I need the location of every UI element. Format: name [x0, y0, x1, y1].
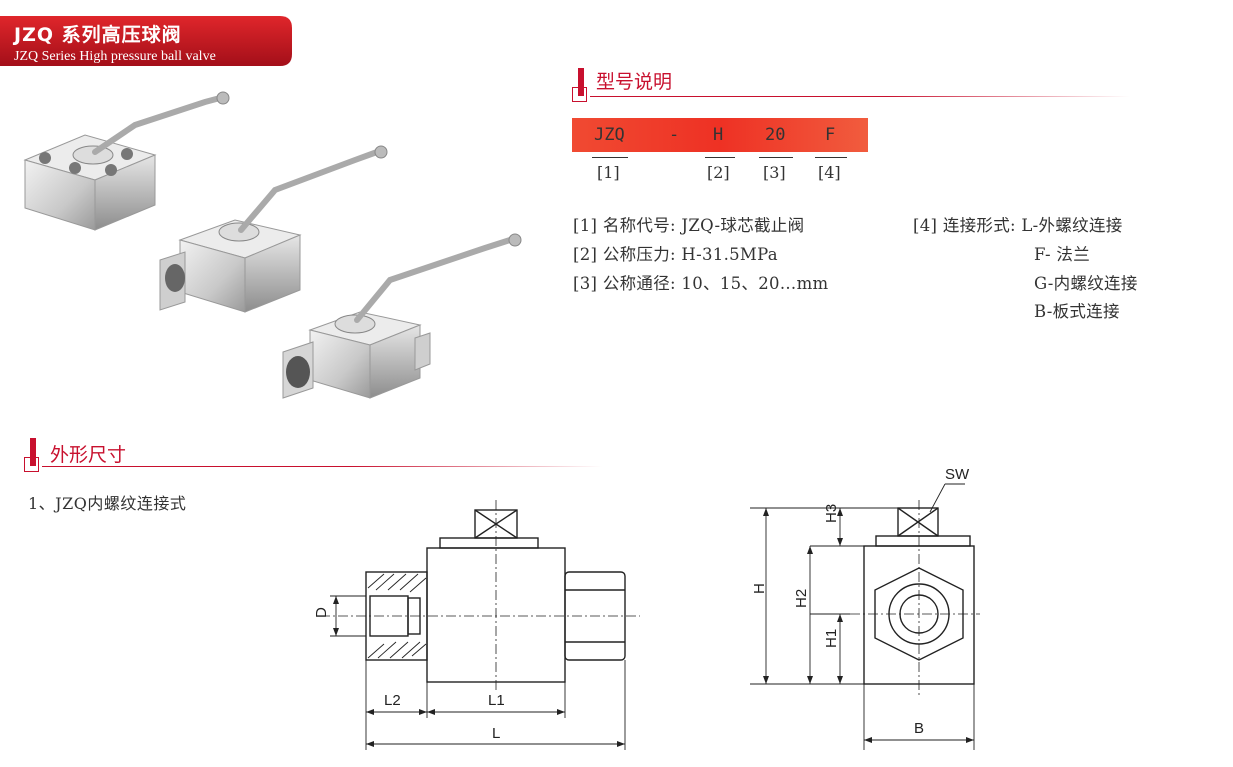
dim-label-sw: SW: [945, 466, 970, 483]
desc-connection-g: G-内螺纹连接: [1034, 274, 1138, 293]
desc-name-code: [1] 名称代号: JZQ-球芯截止阀: [573, 216, 805, 235]
dim-label-l2: L2: [384, 692, 401, 709]
header-badge-bg: [0, 16, 292, 66]
product-photo: [23, 91, 522, 399]
index-1: [1]: [597, 163, 620, 182]
index-4: [4]: [818, 163, 841, 182]
front-view-drawing: D L2 L1 L: [313, 500, 640, 750]
valve-external-thread: [282, 233, 522, 399]
index-3: [3]: [763, 163, 786, 182]
code-part-name: JZQ: [594, 125, 625, 145]
dim-label-l1: L1: [488, 692, 505, 709]
index-2: [2]: [707, 163, 730, 182]
desc-connection-l: [4] 连接形式: L-外螺纹连接: [913, 216, 1123, 235]
index-underline: [759, 157, 793, 158]
dim-label-h2: H2: [793, 589, 810, 608]
code-part-pressure: H: [713, 125, 724, 145]
section-divider: [42, 466, 602, 467]
header-badge: JZQ 系列高压球阀 JZQ Series High pressure ball…: [0, 6, 292, 66]
dim-label-h: H: [751, 583, 768, 594]
index-underline: [592, 157, 628, 158]
desc-connection-f: F- 法兰: [1034, 245, 1091, 264]
dim-label-h3: H3: [823, 504, 840, 523]
index-underline: [815, 157, 847, 158]
dim-label-l: L: [492, 725, 500, 742]
desc-pressure: [2] 公称压力: H-31.5MPa: [573, 245, 778, 264]
section-marker-bar: [578, 68, 584, 96]
dimensions-intro: 1、JZQ内螺纹连接式: [28, 494, 187, 513]
header-title: JZQ 系列高压球阀: [14, 24, 182, 46]
model-code-strip: JZQ - H 20 F: [572, 118, 868, 152]
code-part-bore: 20: [765, 125, 786, 145]
side-view-drawing: SW H3 H H2 H1 B: [750, 466, 980, 750]
index-underline: [705, 157, 735, 158]
dim-label-d: D: [313, 607, 330, 618]
desc-connection-b: B-板式连接: [1034, 302, 1120, 321]
section-divider: [590, 96, 1130, 97]
desc-bore: [3] 公称通径: 10、15、20…mm: [573, 274, 829, 293]
dim-label-b: B: [914, 720, 924, 737]
model-heading: 型号说明: [596, 71, 673, 93]
header-subtitle: JZQ Series High pressure ball valve: [14, 49, 216, 64]
valve-plate-type: [23, 91, 230, 231]
valve-internal-thread: [159, 145, 388, 313]
code-part-connection: F: [825, 125, 836, 145]
dimensions-heading: 外形尺寸: [50, 444, 127, 466]
dim-label-h1: H1: [823, 629, 840, 648]
section-marker-bar: [30, 438, 36, 466]
code-part-dash: -: [669, 125, 680, 145]
